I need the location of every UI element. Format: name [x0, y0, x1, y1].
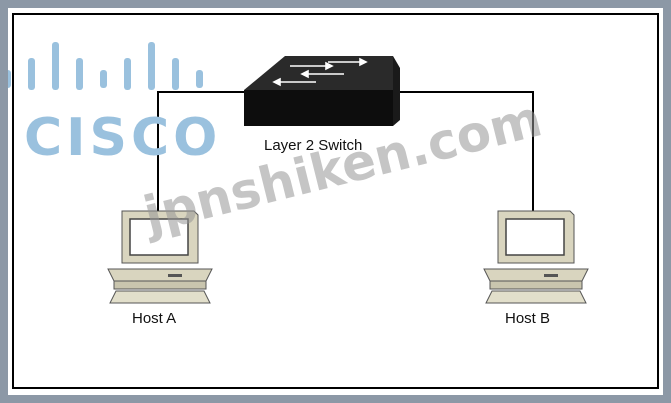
- diagram-border: [12, 13, 659, 389]
- switch-label: Layer 2 Switch: [264, 137, 363, 154]
- link-host-a: [157, 91, 248, 213]
- network-diagram: [8, 42, 589, 304]
- computer-icon: [107, 210, 213, 304]
- diagram-frame: CISCO Layer 2 Switch Host A Host B jpnsh…: [8, 8, 663, 395]
- computer-icon: [483, 210, 589, 304]
- host-a-label: Host A: [132, 310, 177, 327]
- network-links: [157, 91, 534, 213]
- host-b-label: Host B: [505, 310, 551, 327]
- link-host-b: [393, 91, 534, 213]
- cisco-logo-icon: [8, 42, 203, 90]
- cisco-logo-text: CISCO: [24, 108, 222, 168]
- switch-icon: [244, 56, 400, 126]
